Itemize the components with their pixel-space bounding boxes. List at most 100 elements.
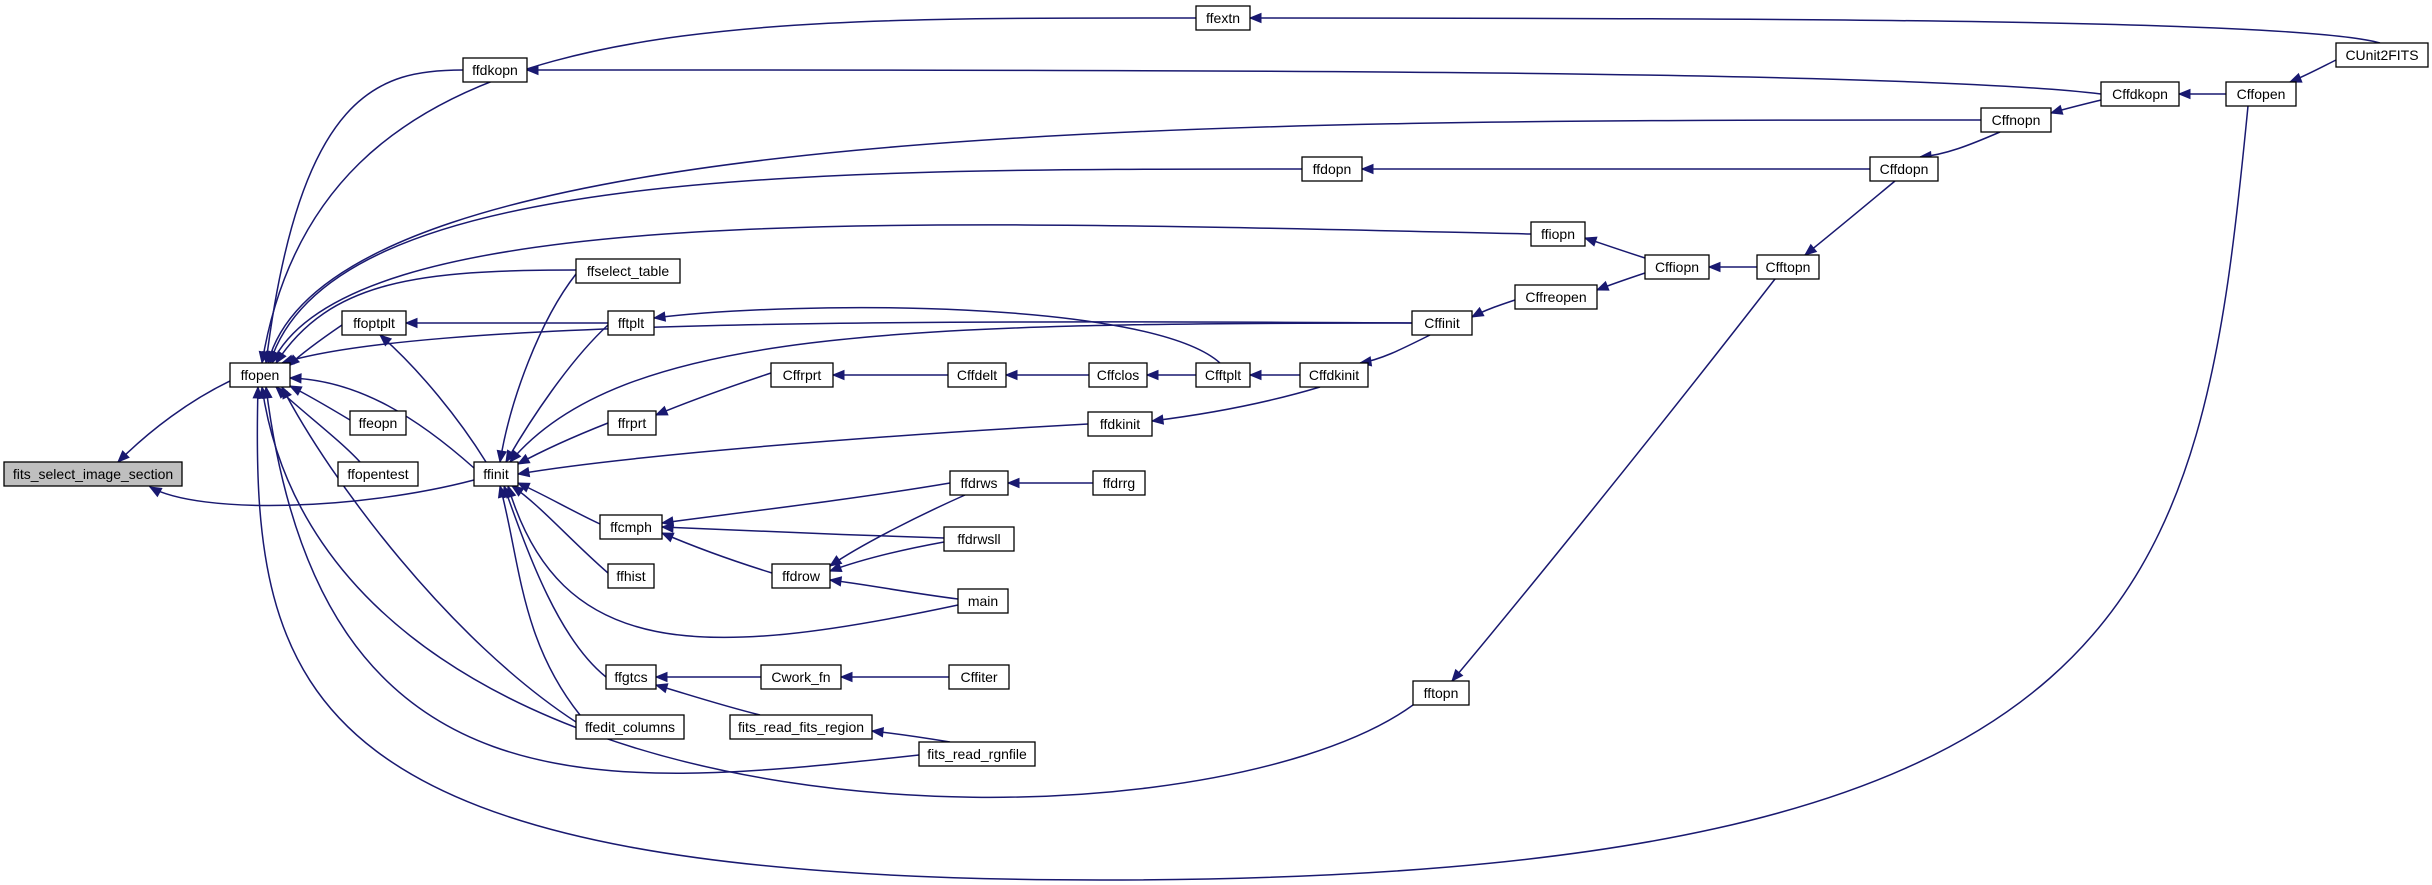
node-ffopentest[interactable]: ffopentest bbox=[337, 461, 419, 487]
node-main[interactable]: main bbox=[957, 588, 1009, 614]
edge-main-to-ffinit bbox=[506, 484, 959, 639]
node-fits-read-rgnfile[interactable]: fits_read_rgnfile bbox=[918, 741, 1036, 767]
edge-Cfftopn-to-Cffiopn bbox=[1707, 261, 1758, 273]
node-ffextn[interactable]: ffextn bbox=[1195, 5, 1251, 31]
node-ffdrrg[interactable]: ffdrrg bbox=[1092, 470, 1146, 496]
node-ffedit-columns[interactable]: ffedit_columns bbox=[575, 714, 685, 740]
edge-ffopen-to-fits_select_image_section bbox=[117, 379, 233, 463]
node-ffdrow[interactable]: ffdrow bbox=[771, 563, 831, 589]
node-cffinit[interactable]: Cffinit bbox=[1411, 310, 1473, 336]
node-label: ffiopn bbox=[1541, 226, 1575, 242]
node-label: ffopentest bbox=[347, 466, 408, 482]
node-label: Cffrprt bbox=[783, 367, 822, 383]
edge-line bbox=[261, 17, 1197, 364]
edge-arrowhead bbox=[660, 532, 675, 543]
edge-Cffdkopn-to-Cffnopn bbox=[2049, 99, 2102, 115]
edge-arrowhead bbox=[1707, 261, 1721, 273]
edge-arrowhead bbox=[288, 385, 303, 396]
edge-Cffinit-to-ffopen bbox=[280, 321, 1413, 365]
node-cffclos[interactable]: Cffclos bbox=[1088, 362, 1148, 388]
edge-ffdkinit-to-ffinit bbox=[516, 423, 1089, 478]
node-ffdrwsll[interactable]: ffdrwsll bbox=[943, 526, 1015, 552]
edge-ffiopn-to-ffopen bbox=[271, 224, 1532, 365]
node-box bbox=[1195, 5, 1251, 31]
node-ffoptplt[interactable]: ffoptplt bbox=[341, 310, 407, 336]
edge-line bbox=[499, 485, 581, 716]
node-label: ffselect_table bbox=[587, 263, 669, 279]
edge-layer bbox=[117, 12, 2381, 881]
edge-arrowhead bbox=[654, 671, 668, 683]
node-ffeopn[interactable]: ffeopn bbox=[349, 410, 407, 436]
edge-line bbox=[507, 485, 959, 639]
node-ffdkinit[interactable]: ffdkinit bbox=[1087, 411, 1153, 437]
node-cffnopn[interactable]: Cffnopn bbox=[1980, 107, 2052, 133]
edge-line bbox=[256, 386, 1101, 881]
node-box bbox=[729, 714, 873, 740]
node-fftopn[interactable]: fftopn bbox=[1412, 680, 1470, 706]
node-cfftplt[interactable]: Cfftplt bbox=[1195, 362, 1251, 388]
edge-ffinit-to-fits_select_image_section bbox=[148, 479, 475, 507]
edge-line bbox=[275, 269, 577, 364]
node-label: fits_select_image_section bbox=[13, 466, 173, 482]
node-cffdopn[interactable]: Cffdopn bbox=[1869, 156, 1939, 182]
node-cffopen[interactable]: Cffopen bbox=[2225, 81, 2297, 107]
edge-ffrprt-to-ffinit bbox=[516, 422, 609, 465]
node-cffdkopn[interactable]: Cffdkopn bbox=[2100, 81, 2180, 107]
node-cffdelt[interactable]: Cffdelt bbox=[947, 362, 1007, 388]
edge-Cffdkinit-to-ffdkinit bbox=[1150, 386, 1321, 425]
edge-arrowhead bbox=[1150, 414, 1165, 425]
node-cffreopen[interactable]: Cffreopen bbox=[1514, 284, 1598, 310]
node-label: ffcmph bbox=[610, 519, 652, 535]
edge-Cffopen-to-Cffdkopn bbox=[2177, 88, 2226, 100]
edge-arrowhead bbox=[516, 466, 531, 478]
edge-ffselect_table-to-ffinit bbox=[496, 273, 577, 464]
edge-line bbox=[379, 334, 487, 463]
edge-line bbox=[1151, 386, 1321, 422]
node-ffrprt[interactable]: ffrprt bbox=[607, 410, 657, 436]
node-ffcmph[interactable]: ffcmph bbox=[599, 514, 663, 540]
node-box bbox=[229, 362, 291, 388]
node-cfftopn[interactable]: Cfftopn bbox=[1756, 254, 1820, 280]
edge-arrowhead bbox=[1595, 280, 1610, 291]
node-fftplt[interactable]: fftplt bbox=[607, 310, 655, 336]
edge-line bbox=[1919, 131, 2001, 158]
node-ffgtcs[interactable]: ffgtcs bbox=[605, 664, 657, 690]
node-box bbox=[2335, 42, 2429, 68]
edge-arrowhead bbox=[1004, 369, 1018, 381]
node-ffdkopn[interactable]: ffdkopn bbox=[462, 57, 528, 83]
node-ffopen[interactable]: ffopen bbox=[229, 362, 291, 388]
node-cffiopn[interactable]: Cffiopn bbox=[1644, 254, 1710, 280]
node-ffhist[interactable]: ffhist bbox=[607, 563, 655, 589]
edge-line bbox=[829, 494, 966, 567]
edge-Cffdkopn-to-ffdkopn bbox=[525, 64, 2102, 95]
edge-line bbox=[1804, 180, 1896, 256]
edge-line bbox=[829, 541, 945, 572]
edge-line bbox=[281, 321, 1413, 364]
node-label: ffextn bbox=[1206, 10, 1240, 26]
node-cffdkinit[interactable]: Cffdkinit bbox=[1299, 362, 1369, 388]
edge-Cffdkinit-to-Cfftplt bbox=[1248, 369, 1300, 381]
node-ffiopn[interactable]: ffiopn bbox=[1530, 221, 1586, 247]
node-label: ffdrow bbox=[782, 568, 821, 584]
node-cffrprt[interactable]: Cffrprt bbox=[770, 362, 834, 388]
node-cffiter[interactable]: Cffiter bbox=[948, 664, 1010, 690]
node-layer: fits_select_image_section ffopen ffinit ffe… bbox=[3, 5, 2429, 767]
edge-line bbox=[269, 168, 1303, 364]
node-ffdrws[interactable]: ffdrws bbox=[949, 470, 1009, 496]
node-ffdopn[interactable]: ffdopn bbox=[1301, 156, 1363, 182]
edge-line bbox=[526, 69, 2102, 95]
edge-Cffdelt-to-Cffrprt bbox=[831, 369, 948, 381]
node-fits-select-image-section[interactable]: fits_select_image_section bbox=[3, 461, 183, 487]
node-box bbox=[2225, 81, 2297, 107]
edge-CUnit2FITS-to-ffextn bbox=[1248, 12, 2381, 44]
edge-ffdrws-to-ffcmph bbox=[660, 482, 951, 527]
edge-ffcmph-to-ffinit bbox=[516, 482, 601, 525]
node-ffselect-table[interactable]: ffselect_table bbox=[575, 258, 681, 284]
edge-fftplt-to-ffoptplt bbox=[404, 317, 608, 329]
node-cwork-fn[interactable]: Cwork_fn bbox=[760, 664, 842, 690]
edge-ffhist-to-ffinit bbox=[510, 485, 609, 574]
node-cunit2fits[interactable]: CUnit2FITS bbox=[2335, 42, 2429, 68]
node-ffinit[interactable]: ffinit bbox=[473, 461, 519, 487]
node-box bbox=[1088, 362, 1148, 388]
node-fits-read-fits-region[interactable]: fits_read_fits_region bbox=[729, 714, 873, 740]
